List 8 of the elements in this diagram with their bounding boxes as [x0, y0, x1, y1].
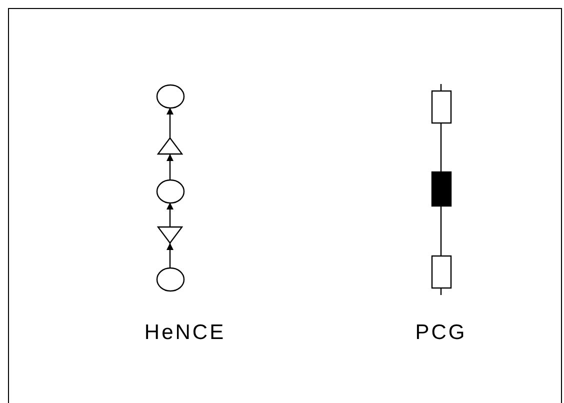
line — [440, 206, 442, 256]
diagram-label: HeNCE — [144, 321, 226, 345]
arrow — [166, 154, 174, 180]
arrow — [166, 243, 174, 268]
arrow — [166, 108, 174, 138]
diagram-label: PCG — [415, 321, 467, 345]
arrow — [166, 202, 174, 227]
line — [440, 123, 442, 172]
